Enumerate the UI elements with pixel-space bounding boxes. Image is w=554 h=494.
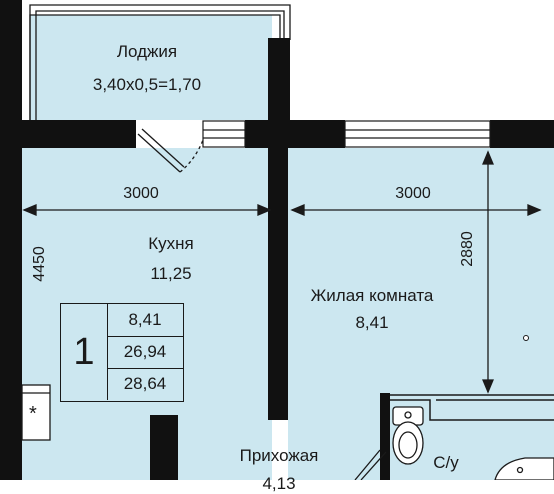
living-area: 8,41	[355, 313, 389, 332]
loggia-name: Лоджия	[116, 42, 178, 61]
loggia-door	[137, 128, 204, 173]
legend-total-area-no-loggia: 26,94	[107, 336, 183, 369]
hallway-name: Прихожая	[239, 446, 319, 465]
kitchen-name: Кухня	[148, 234, 194, 253]
window-living	[344, 120, 491, 148]
kitchen-area: 11,25	[150, 264, 192, 283]
ventilation-mark: *	[29, 403, 37, 425]
living-depth-label: 2880	[459, 231, 476, 267]
hallway-area: 4,13	[262, 474, 296, 493]
dimension-lines	[22, 150, 542, 394]
window-kitchen	[202, 120, 246, 148]
kitchen-depth-label: 4450	[31, 246, 48, 282]
living-width-label: 3000	[395, 185, 431, 202]
shower-icon	[494, 457, 554, 480]
legend-rooms-count: 1	[61, 304, 108, 400]
living-name: Жилая комната	[310, 286, 434, 305]
legend-total-area: 28,64	[123, 374, 167, 393]
walls	[0, 0, 554, 480]
wall-socket-icon	[523, 335, 529, 341]
area-legend: 1 8,41 26,94 28,64	[60, 303, 184, 402]
toilet-icon	[392, 406, 424, 465]
bathroom-door	[354, 449, 387, 480]
kitchen-appliance	[21, 384, 51, 441]
loggia-formula: 3,40x0,5=1,70	[92, 75, 202, 94]
loggia-railing	[29, 4, 291, 120]
legend-living-area: 8,41	[107, 304, 183, 337]
loggia-floor	[30, 15, 272, 120]
kitchen-width-label: 3000	[123, 185, 159, 202]
bathroom-walls	[390, 394, 554, 421]
bathroom-name: С/у	[433, 453, 459, 472]
